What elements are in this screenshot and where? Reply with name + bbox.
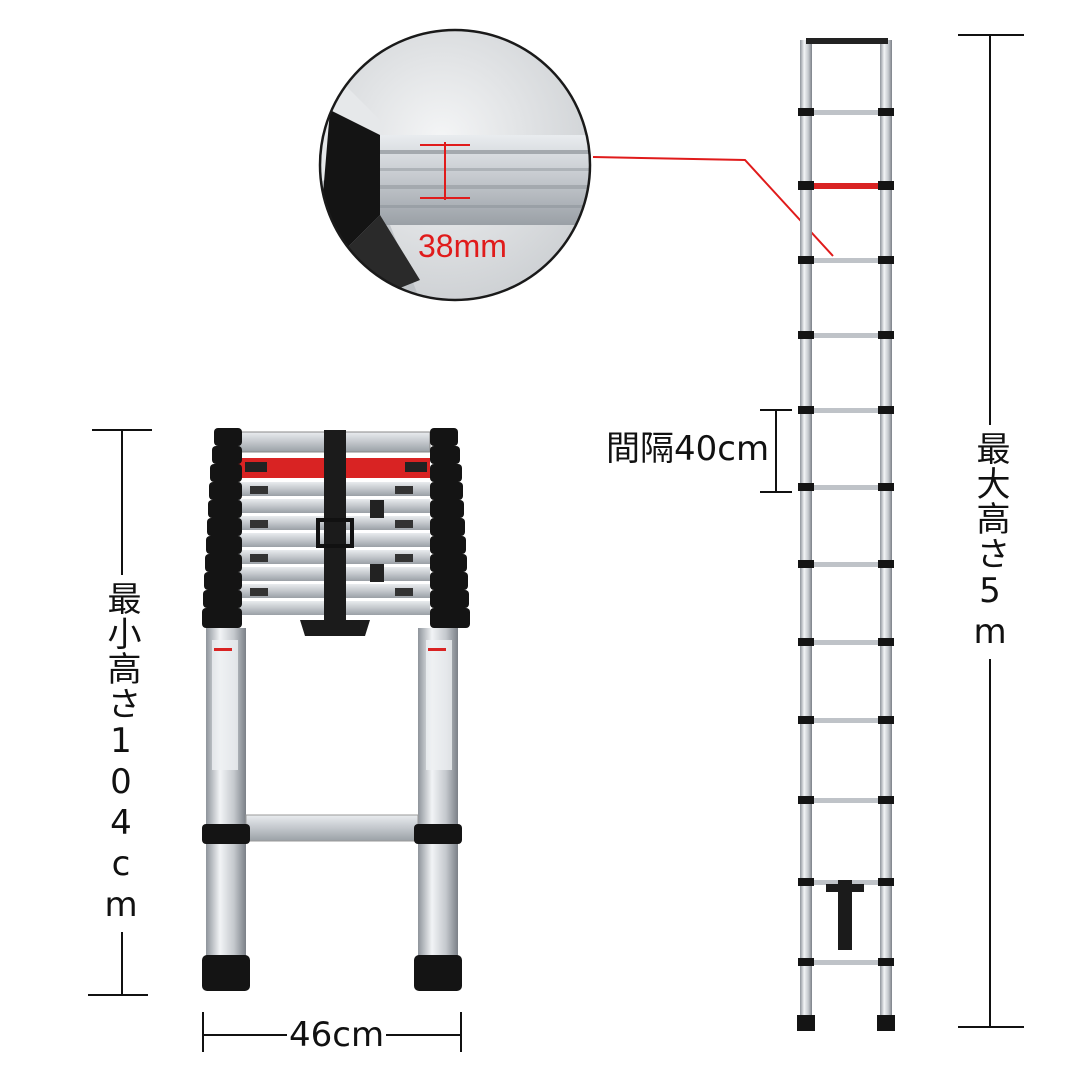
extended-ladder <box>797 38 895 1031</box>
bottom-rung <box>245 814 419 842</box>
extended-right-rail <box>880 40 892 1030</box>
right-black-caps <box>430 428 470 628</box>
extended-rungs <box>798 38 894 966</box>
max-height-label: 最大高さ5m <box>970 425 1010 659</box>
strap <box>300 430 370 636</box>
left-foot <box>202 955 250 991</box>
extended-left-foot <box>797 1015 815 1031</box>
right-foot <box>414 955 462 991</box>
extended-right-foot <box>877 1015 895 1031</box>
width-label: 46cm <box>287 1015 387 1055</box>
extended-strap <box>838 880 852 950</box>
rung-spacing-label: 間隔40cm <box>606 429 770 469</box>
min-height-label: 最小高さ104cm <box>101 575 141 932</box>
magnifier-closeup <box>318 28 834 302</box>
collapsed-ladder <box>202 428 470 991</box>
left-black-caps <box>202 428 242 628</box>
extended-left-rail <box>800 40 812 1030</box>
rail-width-label: 38mm <box>418 228 507 264</box>
